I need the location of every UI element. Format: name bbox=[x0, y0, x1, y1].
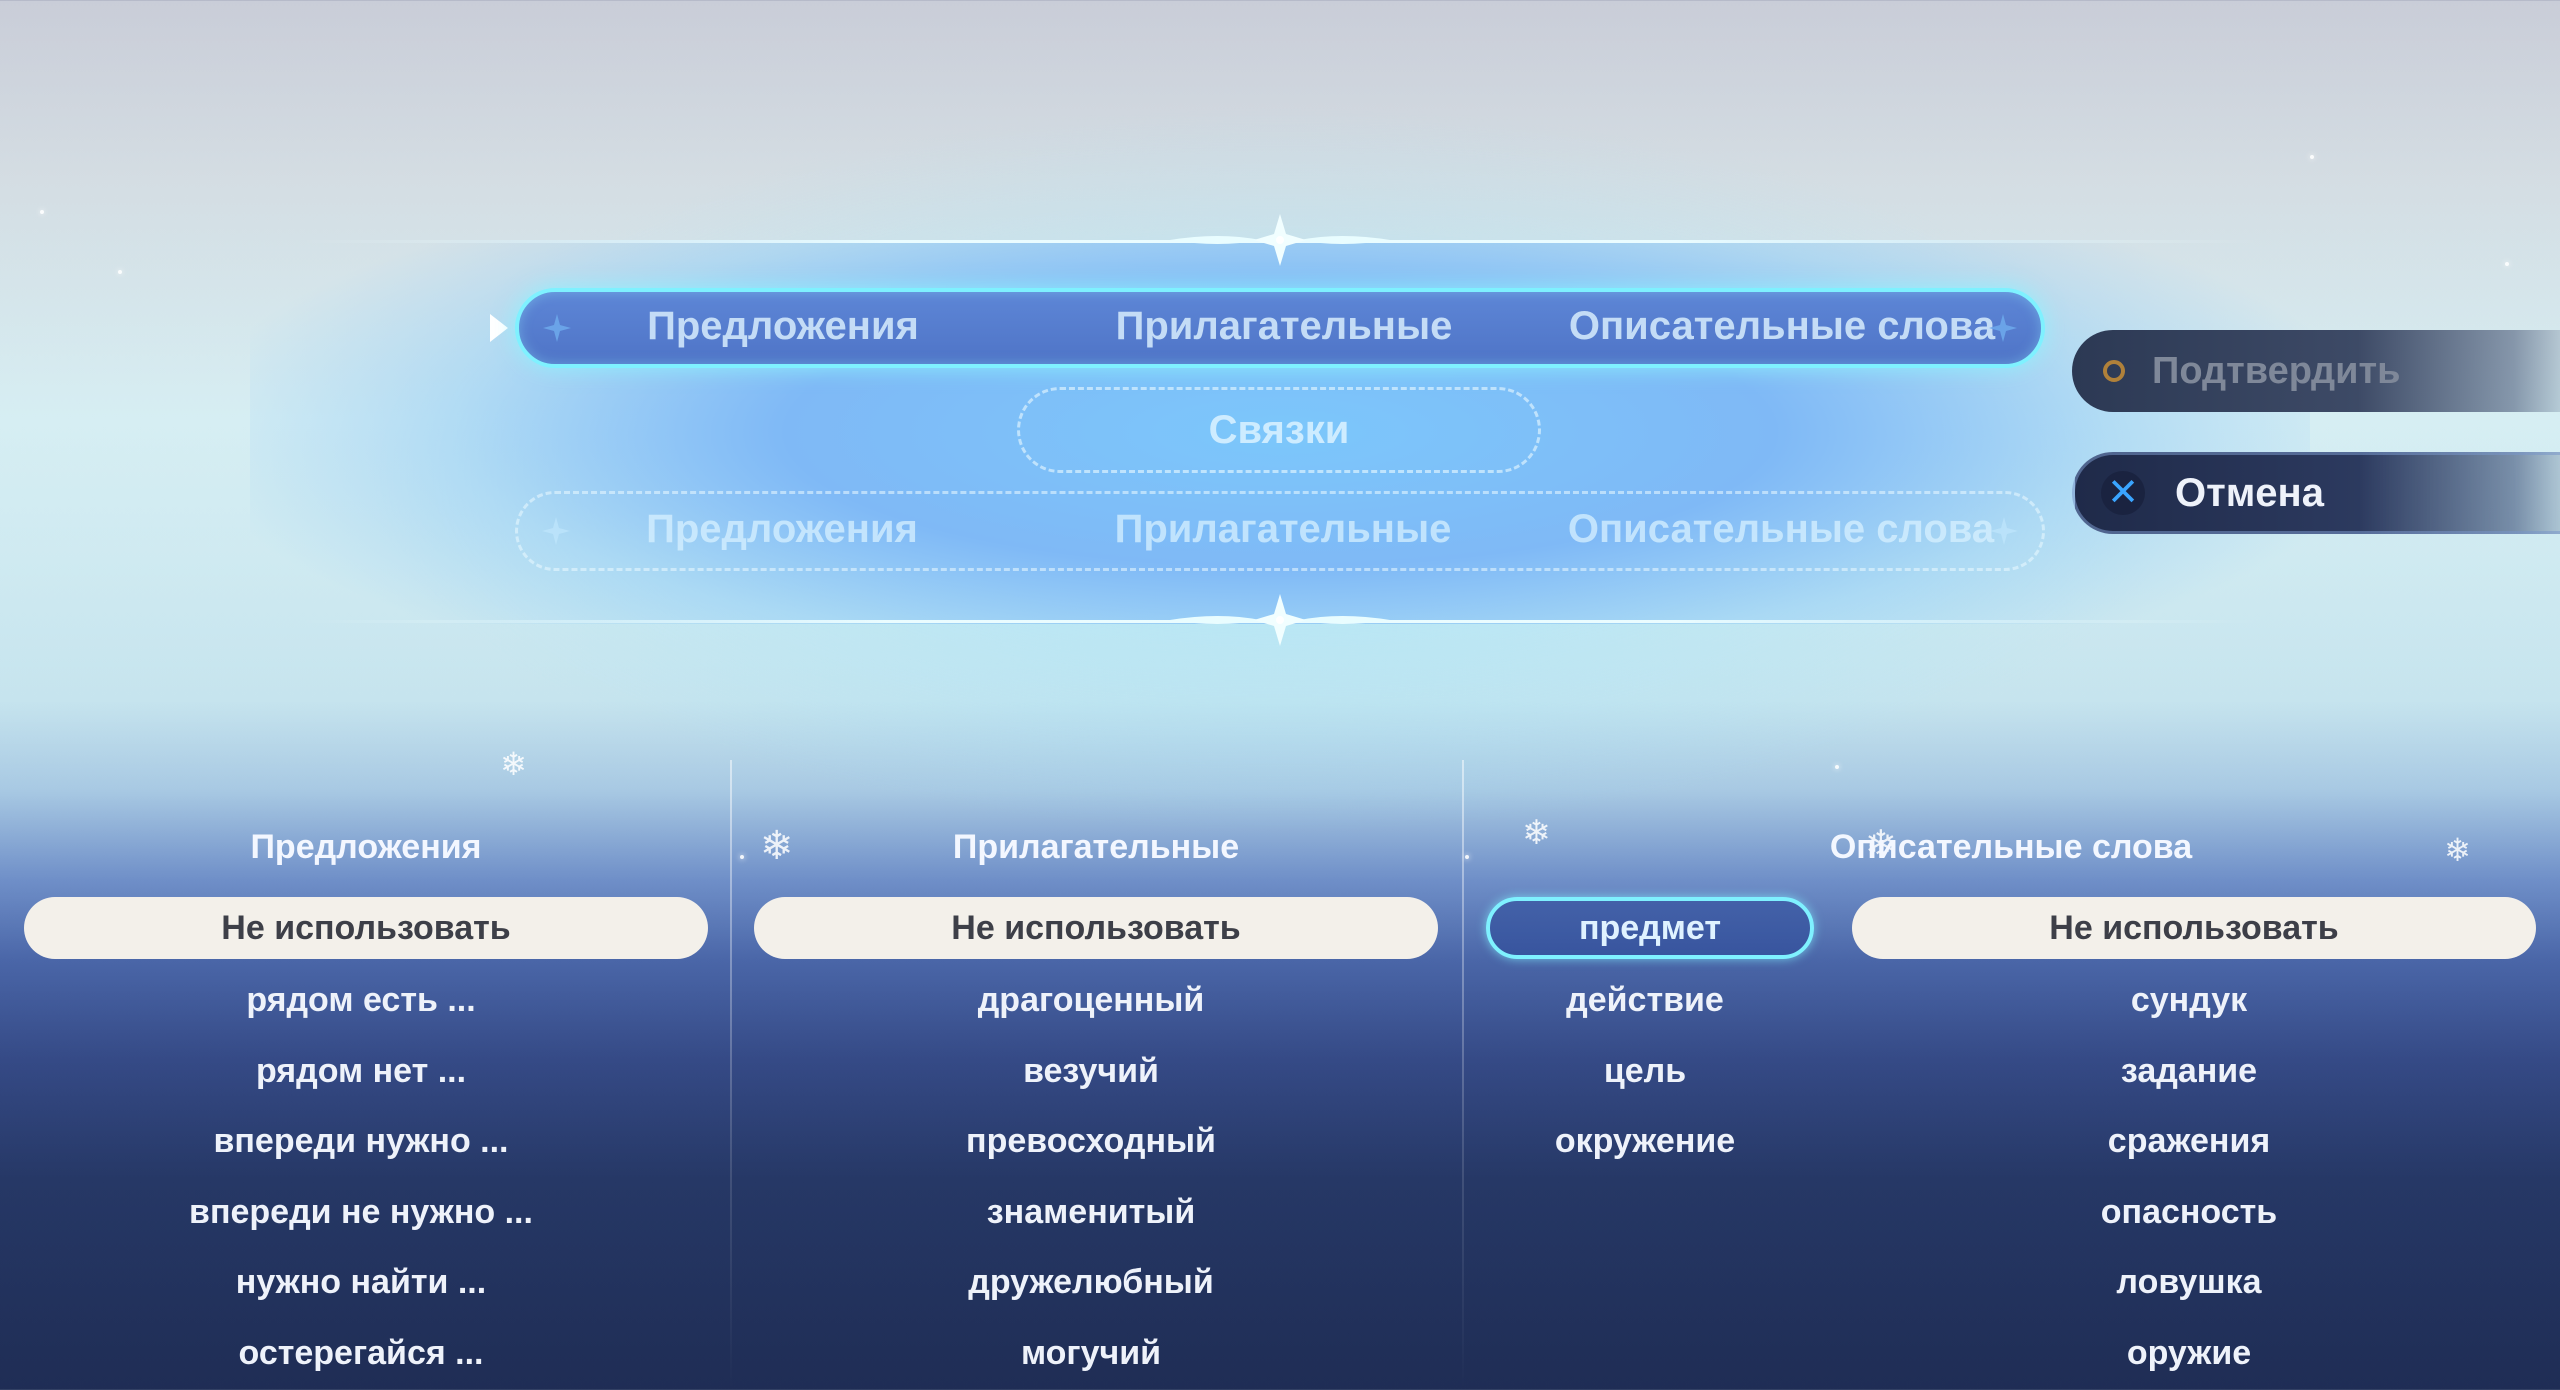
ornament-top-icon bbox=[1170, 214, 1390, 266]
category-item[interactable]: цель bbox=[1603, 1051, 1687, 1090]
list-item[interactable]: знаменитый bbox=[986, 1192, 1196, 1231]
snowflake-icon: ❄ bbox=[1865, 824, 1897, 866]
star-left-icon bbox=[542, 517, 570, 545]
circle-button-icon bbox=[2098, 355, 2130, 387]
phrases-selected-item[interactable]: Не использовать bbox=[24, 897, 708, 959]
star-left-icon bbox=[543, 314, 571, 342]
sentence-row-top[interactable]: Предложения Прилагательные Описательные … bbox=[515, 288, 2045, 368]
list-item[interactable]: превосходный bbox=[966, 1122, 1216, 1160]
list-item[interactable]: нужно найти ... bbox=[235, 1263, 487, 1301]
cross-button-icon: ✕ bbox=[2101, 471, 2145, 515]
adjectives-list: драгоценный везучий превосходный знамени… bbox=[754, 965, 1428, 1388]
descriptive-header: Описательные слова bbox=[1829, 828, 2193, 866]
list-item[interactable]: остерегайся ... bbox=[238, 1333, 484, 1372]
list-item[interactable]: драгоценный bbox=[977, 981, 1205, 1019]
list-item[interactable]: сражения bbox=[2107, 1122, 2271, 1160]
list-item[interactable]: впереди нужно ... bbox=[213, 1122, 509, 1160]
category-item[interactable]: действие bbox=[1566, 981, 1724, 1019]
descriptive-word-list: сундук задание сражения опасность ловушк… bbox=[1852, 965, 2526, 1388]
sparkle bbox=[2505, 262, 2509, 266]
list-item[interactable]: везучий bbox=[1023, 1051, 1159, 1090]
adjectives-header: Прилагательные bbox=[952, 828, 1240, 866]
descriptive-category-list: действие цель окружение bbox=[1486, 965, 1804, 1177]
star-right-icon bbox=[1989, 314, 2017, 342]
list-item[interactable]: рядом нет ... bbox=[255, 1051, 467, 1090]
slot-adjective-bottom[interactable]: Прилагательные bbox=[1114, 507, 1452, 551]
snowflake-icon: ❄ bbox=[760, 824, 794, 868]
sentence-row-bottom[interactable]: Предложения Прилагательные Описательные … bbox=[515, 491, 2045, 571]
sparkle bbox=[1835, 765, 1839, 769]
slot-phrase-bottom[interactable]: Предложения bbox=[646, 507, 918, 551]
sparkle bbox=[740, 855, 744, 859]
descriptive-category-selected[interactable]: предмет bbox=[1486, 897, 1814, 959]
selection-arrow-icon bbox=[490, 314, 508, 342]
adjectives-selected-item[interactable]: Не использовать bbox=[754, 897, 1438, 959]
sparkle bbox=[118, 270, 122, 274]
confirm-button[interactable]: Подтвердить bbox=[2072, 330, 2560, 412]
cancel-label: Отмена bbox=[2175, 470, 2324, 515]
phrases-header: Предложения bbox=[250, 828, 482, 866]
category-item[interactable]: окружение bbox=[1554, 1122, 1736, 1160]
list-item[interactable]: могучий bbox=[1020, 1333, 1162, 1372]
sparkle bbox=[40, 210, 44, 214]
slot-descriptive-bottom[interactable]: Описательные слова bbox=[1567, 507, 1995, 551]
snowflake-icon: ❄ bbox=[500, 746, 527, 782]
list-item[interactable]: сундук bbox=[2130, 981, 2248, 1019]
connector-slot[interactable]: Связки bbox=[1017, 387, 1541, 473]
descriptive-word-selected[interactable]: Не использовать bbox=[1852, 897, 2536, 959]
phrases-list: рядом есть ... рядом нет ... впереди нуж… bbox=[24, 965, 698, 1388]
star-right-icon bbox=[1990, 517, 2018, 545]
column-divider bbox=[1462, 760, 1464, 1390]
slot-descriptive-top[interactable]: Описательные слова bbox=[1568, 304, 1996, 348]
snowflake-icon: ❄ bbox=[1522, 814, 1551, 852]
list-item[interactable]: ловушка bbox=[2116, 1263, 2262, 1301]
list-item[interactable]: рядом есть ... bbox=[246, 981, 476, 1019]
column-divider bbox=[730, 760, 732, 1390]
slot-phrase-top[interactable]: Предложения bbox=[647, 304, 919, 348]
sparkle bbox=[2310, 155, 2314, 159]
list-item[interactable]: задание bbox=[2120, 1051, 2258, 1090]
ornament-bottom-icon bbox=[1170, 594, 1390, 646]
list-item[interactable]: оружие bbox=[2126, 1333, 2252, 1372]
list-item[interactable]: опасность bbox=[2100, 1192, 2278, 1231]
sparkle bbox=[1465, 855, 1469, 859]
slot-adjective-top[interactable]: Прилагательные bbox=[1115, 304, 1453, 348]
confirm-label: Подтвердить bbox=[2152, 349, 2401, 392]
list-item[interactable]: дружелюбный bbox=[968, 1263, 1214, 1301]
snowflake-icon: ❄ bbox=[2444, 832, 2471, 868]
cancel-button[interactable]: ✕ Отмена bbox=[2072, 452, 2560, 534]
list-item[interactable]: впереди не нужно ... bbox=[189, 1192, 533, 1231]
